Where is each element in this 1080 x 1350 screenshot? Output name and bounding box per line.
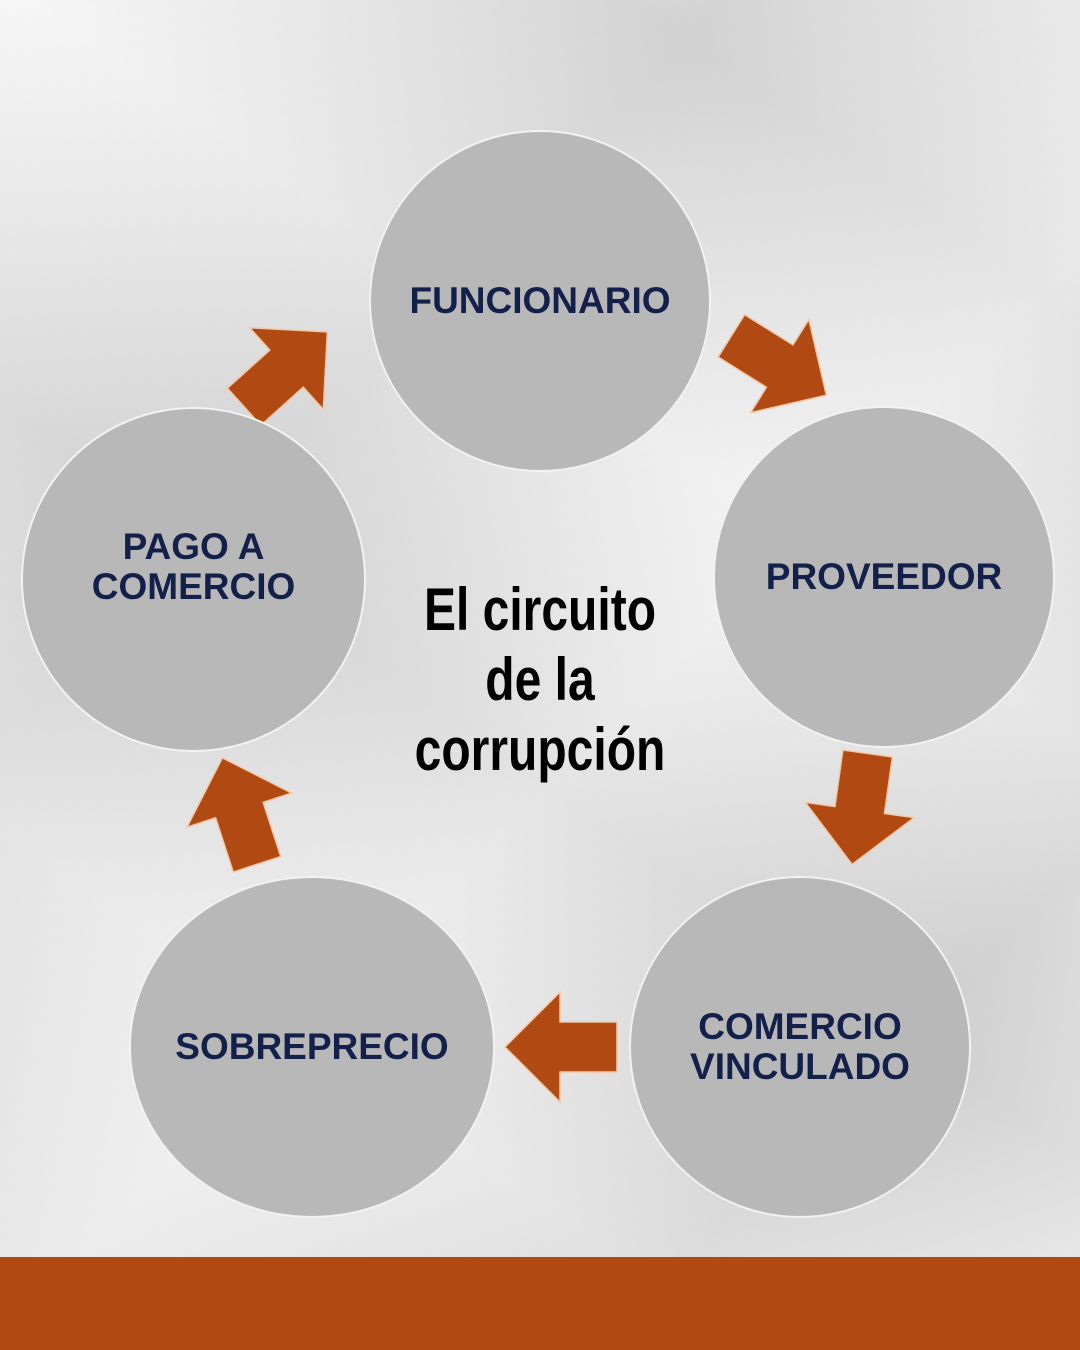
- arrow-sobreprecio-to-pago-icon: [185, 756, 294, 873]
- title-line: de la: [485, 646, 595, 713]
- node-funcionario: FUNCIONARIO: [369, 130, 711, 472]
- title-line: corrupción: [414, 716, 666, 783]
- node-sobreprecio: SOBREPRECIO: [129, 876, 495, 1218]
- node-pago-a-comercio: PAGO A COMERCIO: [21, 407, 366, 752]
- node-label: PAGO A COMERCIO: [91, 526, 296, 607]
- arrow-proveedor-to-comercio-icon: [803, 749, 917, 866]
- title-line: El circuito: [423, 576, 657, 643]
- arrow-comercio-to-sobreprecio-icon: [503, 990, 618, 1104]
- diagram-title: El circuito de la corrupción: [340, 575, 740, 785]
- arrow-pago-to-funcionario-icon: [226, 326, 329, 427]
- node-label: COMERCIO VINCULADO: [690, 1006, 910, 1087]
- footer-bar: [0, 1257, 1080, 1350]
- node-label: SOBREPRECIO: [175, 1026, 449, 1067]
- node-comercio-vinculado: COMERCIO VINCULADO: [629, 876, 971, 1218]
- node-label: PROVEEDOR: [765, 556, 1003, 597]
- arrow-funcionario-to-proveedor-icon: [717, 313, 828, 414]
- node-label: FUNCIONARIO: [409, 280, 671, 321]
- node-proveedor: PROVEEDOR: [713, 406, 1055, 748]
